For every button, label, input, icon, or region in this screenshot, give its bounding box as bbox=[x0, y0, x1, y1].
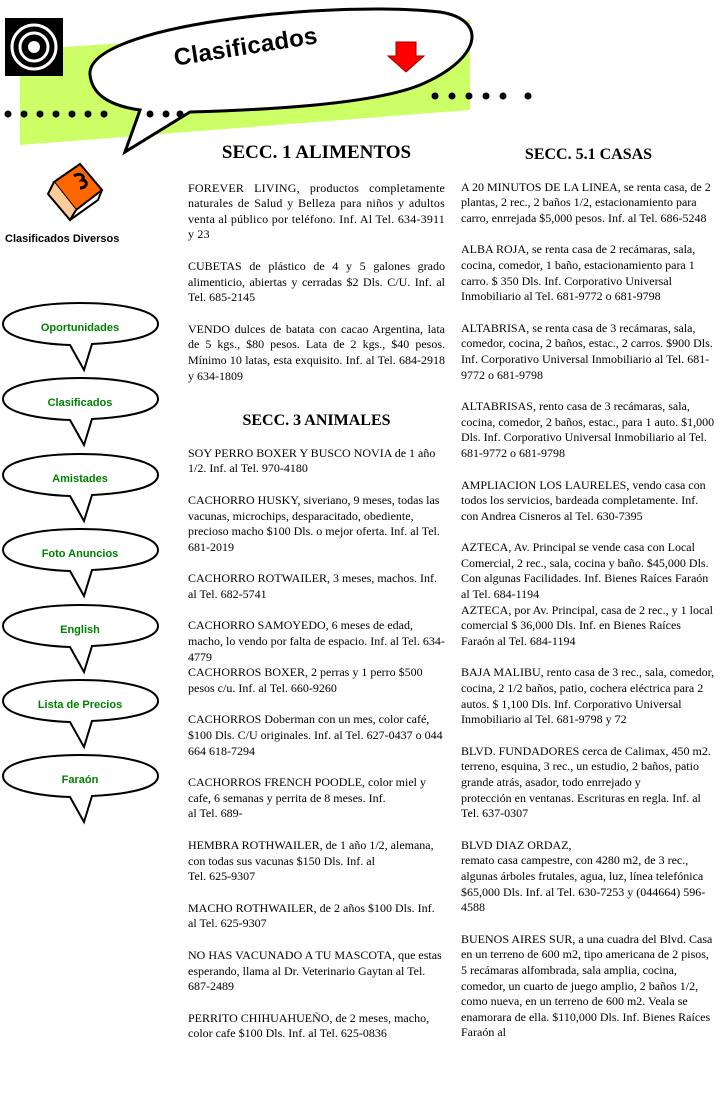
sidebar-item-clasificados[interactable]: Clasificados bbox=[0, 375, 168, 449]
classified-ad: HEMBRA ROTHWAILER, de 1 año 1/2, alemana… bbox=[188, 838, 434, 884]
classified-ad: CACHORRO ROTWAILER, 3 meses, machos. Inf… bbox=[188, 571, 437, 601]
classified-ad: PERRITO CHIHUAHUEÑO, de 2 meses, macho, … bbox=[188, 1010, 430, 1041]
sidebar-item-label[interactable]: Oportunidades bbox=[40, 322, 120, 334]
classified-ad: FOREVER LIVING, productos completamente … bbox=[188, 180, 445, 242]
section-heading-casas: SECC. 5.1 CASAS bbox=[524, 146, 653, 163]
speech-bubble-icon bbox=[1, 301, 160, 373]
speech-bubble-icon bbox=[1, 753, 160, 825]
header-banner: Clasificados bbox=[0, 0, 721, 160]
classified-ad: BAJA MALIBU, rento casa de 3 rec., sala,… bbox=[461, 665, 715, 727]
classified-ad: ALBA ROJA, se renta casa de 2 recámaras,… bbox=[461, 242, 696, 304]
sidebar-item-lista-de-precios[interactable]: Lista de Precios bbox=[0, 677, 168, 751]
classifieds-book-icon bbox=[40, 160, 104, 224]
sidebar-item-english[interactable]: English bbox=[0, 602, 168, 676]
column-casas: SECC. 5.1 CASAS A 20 MINUTOS DE LA LINEA… bbox=[461, 145, 716, 1041]
classified-ad: CACHORRO SAMOYEDO, 6 meses de edad, mach… bbox=[188, 618, 445, 695]
arrow-down-icon bbox=[386, 41, 426, 73]
sidebar-logo-label: Clasificados Diversos bbox=[5, 233, 120, 245]
speech-bubble-icon bbox=[1, 376, 160, 448]
classified-ad: SOY PERRO BOXER Y BUSCO NOVIA de 1 año 1… bbox=[188, 445, 436, 476]
sidebar-item-label[interactable]: Lista de Precios bbox=[37, 699, 123, 711]
dot-row-left bbox=[4, 110, 184, 118]
classified-ad: CACHORROS FRENCH POODLE, color miel y ca… bbox=[188, 775, 427, 821]
banner-graphic bbox=[4, 7, 532, 156]
speech-bubble-icon bbox=[1, 678, 160, 750]
classified-ad: ALTABRISA, se renta casa de 3 recámaras,… bbox=[461, 320, 713, 382]
classified-ad: ALTABRISAS, rento casa de 3 recámaras, s… bbox=[461, 399, 715, 460]
sidebar-item-amistades[interactable]: Amistades bbox=[0, 451, 168, 525]
sidebar-item-oportunidades[interactable]: Oportunidades bbox=[0, 300, 168, 374]
column-alimentos-animales: SECC. 1 ALIMENTOS FOREVER LIVING, produc… bbox=[188, 142, 445, 1042]
speech-bubble-icon bbox=[1, 452, 160, 524]
sidebar-item-faraon[interactable]: Faraón bbox=[0, 752, 168, 826]
section-heading-alimentos: SECC. 1 ALIMENTOS bbox=[221, 142, 412, 163]
classified-ad: CACHORROS Doberman con un mes, color caf… bbox=[188, 712, 443, 758]
classified-ad: NO HAS VACUNADO A TU MASCOTA, que estas … bbox=[188, 947, 442, 994]
classified-ad: MACHO ROTHWAILER, de 2 años $100 Dls. In… bbox=[188, 900, 435, 931]
speech-bubble-icon bbox=[1, 527, 160, 599]
speech-bubble-icon bbox=[1, 603, 160, 675]
sidebar-item-label[interactable]: English bbox=[60, 624, 100, 636]
classified-ad: BLVD. FUNDADORES cerca de Calimax, 450 m… bbox=[461, 743, 711, 821]
classified-ad: CUBETAS de plástico de 4 y 5 galones gra… bbox=[188, 258, 445, 305]
classified-ad: BUENOS AIRES SUR, a una cuadra del Blvd.… bbox=[461, 931, 713, 1040]
dot-row-right bbox=[431, 92, 532, 100]
classified-ad: AZTECA, Av. Principal se vende casa con … bbox=[461, 540, 713, 648]
section-heading-animales: SECC. 3 ANIMALES bbox=[242, 412, 391, 430]
sidebar-item-label[interactable]: Faraón bbox=[61, 774, 99, 786]
sidebar-item-label[interactable]: Amistades bbox=[52, 473, 108, 485]
sidebar-item-label[interactable]: Foto Anuncios bbox=[41, 548, 119, 560]
classified-ad: CACHORRO HUSKY, siveriano, 9 meses, toda… bbox=[188, 492, 440, 554]
sidebar-item-label[interactable]: Clasificados bbox=[47, 397, 113, 409]
classified-ad: A 20 MINUTOS DE LA LINEA, se renta casa,… bbox=[461, 179, 711, 225]
sidebar-item-foto-anuncios[interactable]: Foto Anuncios bbox=[0, 526, 168, 600]
classified-ad: BLVD DIAZ ORDAZ, remato casa campestre, … bbox=[461, 837, 706, 915]
classified-ad: AMPLIACION LOS LAURELES, vendo casa con … bbox=[461, 477, 706, 523]
classified-ad: VENDO dulces de batata con cacao Argenti… bbox=[188, 321, 445, 383]
